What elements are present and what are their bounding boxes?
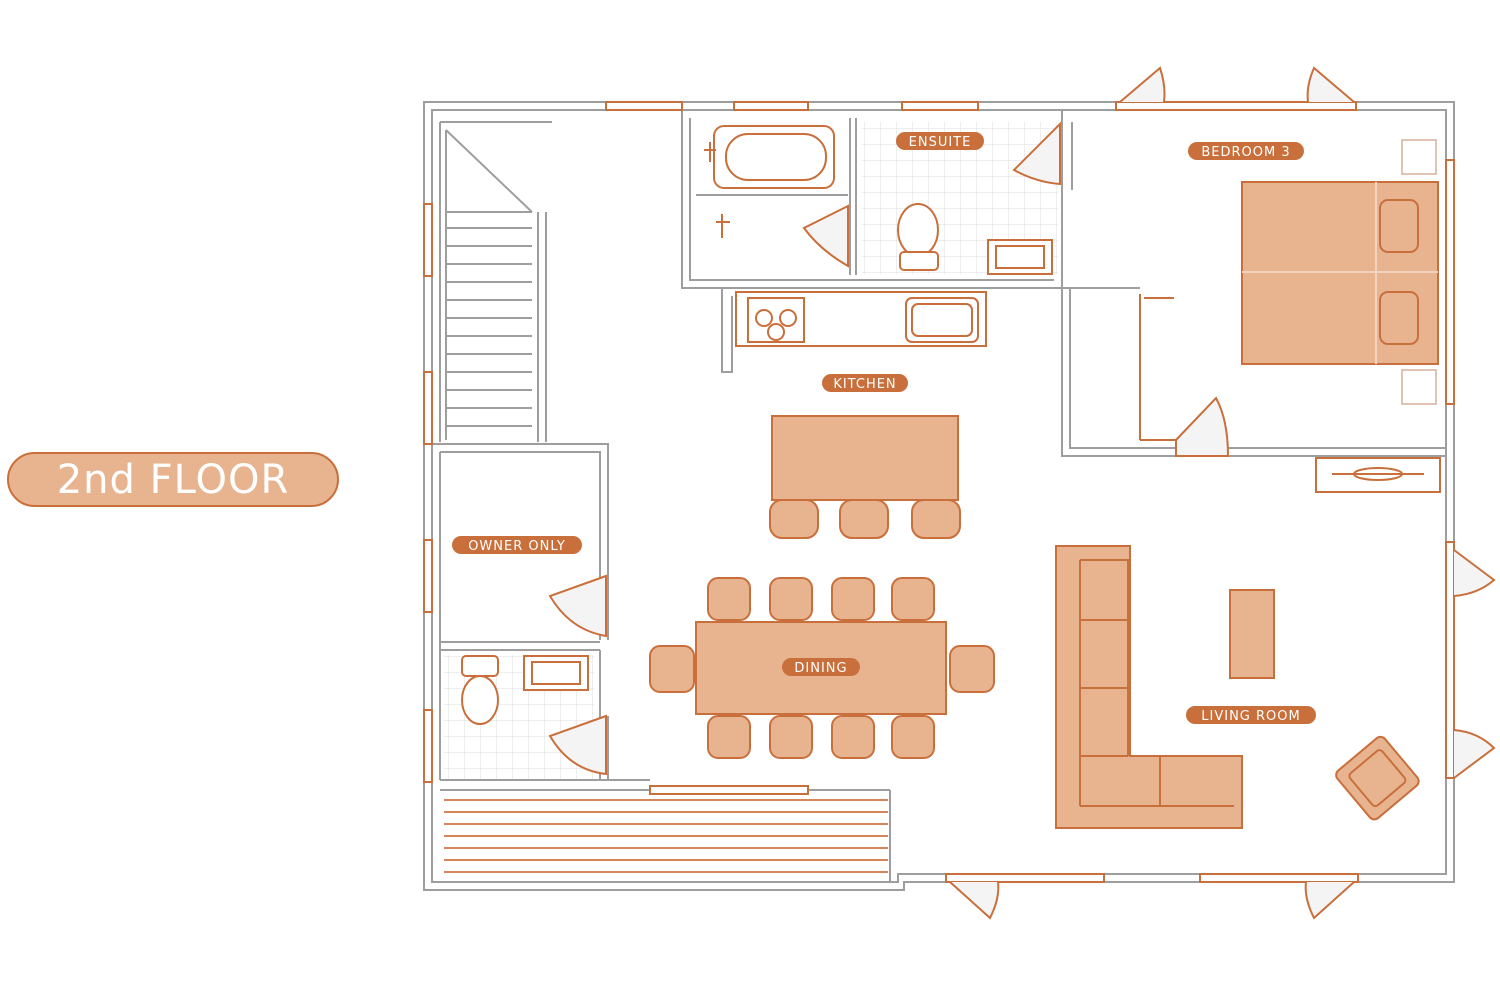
room-label-dining: DINING [782,658,860,676]
windows [423,101,1455,883]
room-label-living-room: LIVING ROOM [1186,706,1316,724]
kitchen-counter [735,291,987,347]
staircase [445,129,533,440]
svg-text:BEDROOM 3: BEDROOM 3 [1201,145,1290,160]
room-label-bedroom: BEDROOM 3 [1188,142,1304,160]
walls [423,101,1455,891]
floor-title: 2nd FLOOR [56,456,290,503]
sectional-sofa [1055,545,1243,829]
svg-text:ENSUITE: ENSUITE [909,135,972,150]
doors [548,66,1496,920]
room-label-kitchen: KITCHEN [822,374,908,392]
coffee-table [1229,589,1275,679]
bed [1241,181,1439,365]
svg-text:OWNER ONLY: OWNER ONLY [468,539,566,554]
svg-text:LIVING ROOM: LIVING ROOM [1201,709,1300,724]
svg-text:DINING: DINING [794,661,847,676]
dining-set [649,577,995,759]
armchair [1335,735,1420,821]
tv-console [1315,457,1441,493]
bath-fixtures [461,125,1053,725]
balcony-decking [444,799,888,873]
room-label-ensuite: ENSUITE [896,132,984,150]
floor-badge: 2nd FLOOR [7,452,339,507]
nightstands [1401,139,1437,405]
kitchen-island [769,415,961,539]
svg-text:KITCHEN: KITCHEN [833,377,896,392]
room-label-owner-only: OWNER ONLY [452,536,582,554]
